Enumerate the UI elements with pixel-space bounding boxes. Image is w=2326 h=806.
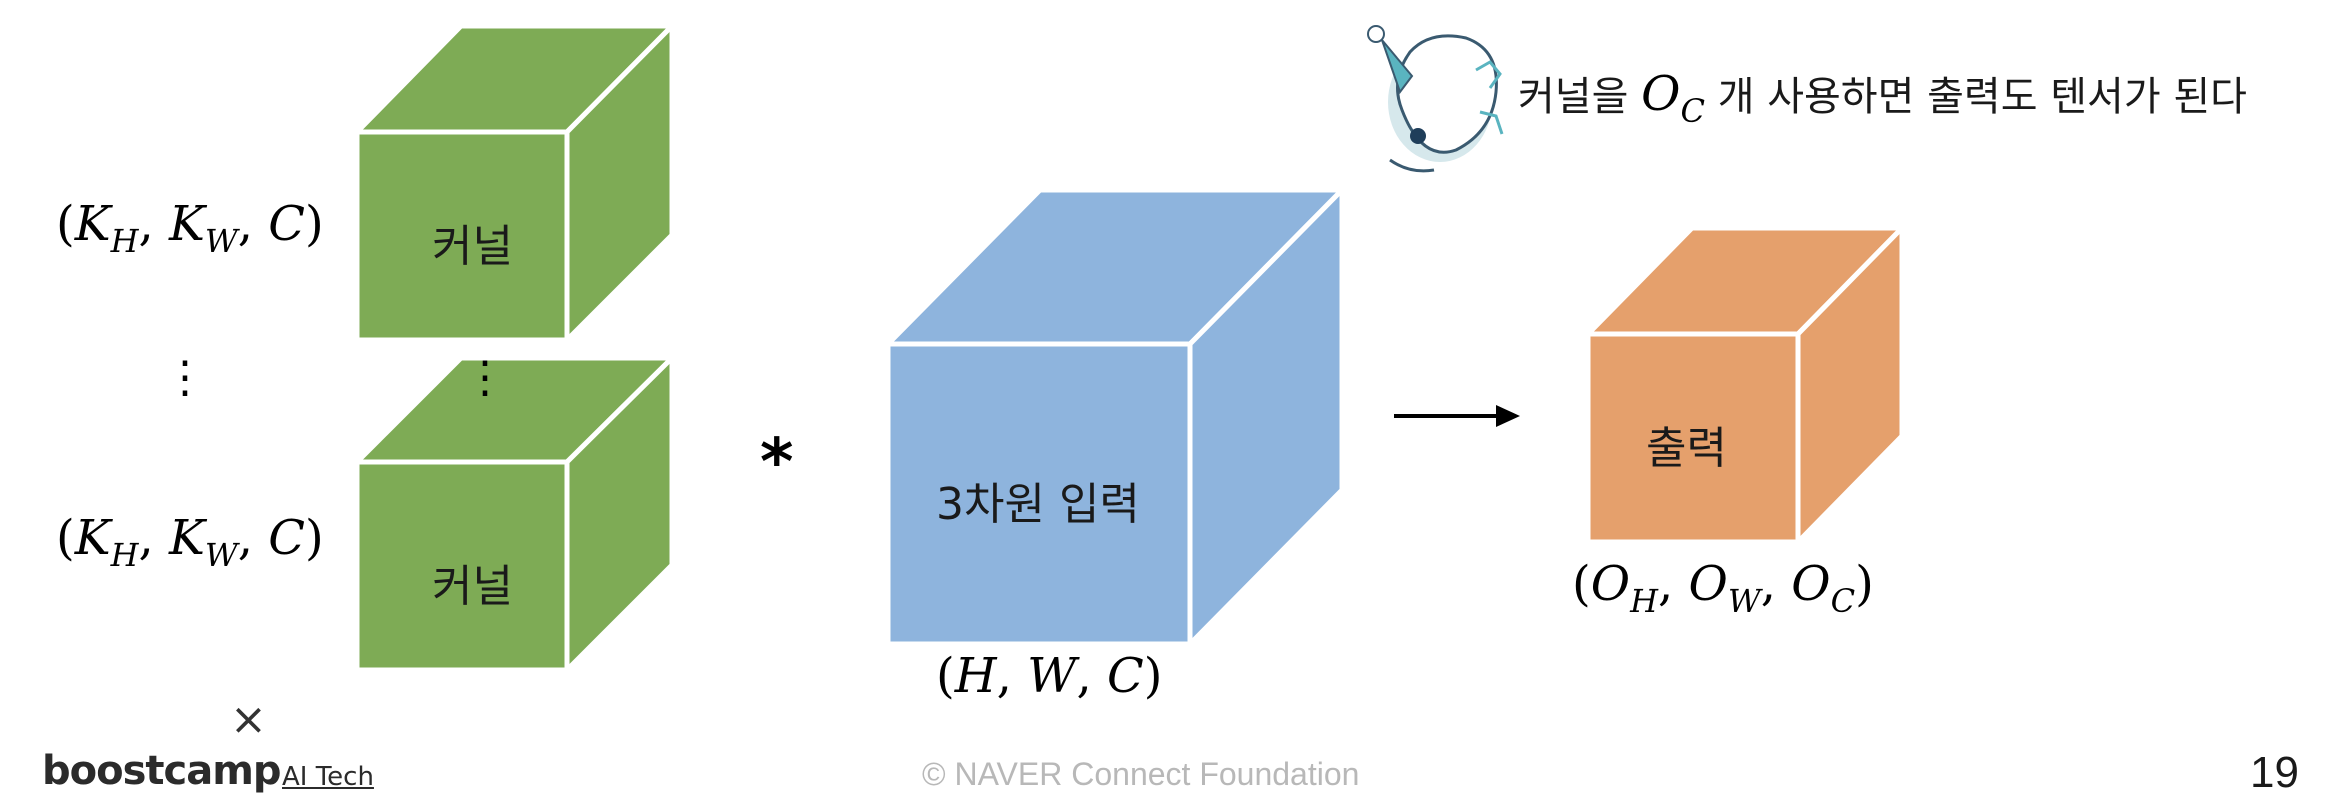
input-front-face	[885, 341, 1193, 647]
kernel-cube-bottom	[350, 352, 679, 677]
copyright-text: © NAVER Connect Foundation	[922, 756, 1360, 792]
input-shape-label: (H, W, C)	[936, 648, 1163, 704]
close-icon: ×	[230, 694, 267, 745]
input-cube	[882, 183, 1348, 651]
brand-logo: boostcamp	[42, 748, 282, 794]
kernel-top-front-face	[354, 129, 570, 343]
kernel-bottom-shape-label: (KH, KW, C)	[56, 510, 324, 574]
output-cube	[1582, 221, 1908, 549]
brand-sub-logo: AI Tech	[282, 762, 374, 792]
output-shape-label: (OH, OW, OC)	[1572, 556, 1874, 620]
ellipsis-left: ⋮	[163, 352, 207, 403]
kernel-cube-top	[351, 19, 678, 347]
page-number: 19	[2250, 748, 2299, 797]
kernel-top-label: 커널	[432, 221, 513, 272]
callout-text: 커널을 OC 개 사용하면 출력도 텐서가 된다	[1518, 66, 2247, 130]
arrow-icon	[1394, 405, 1520, 427]
ellipsis-center: ⋮	[463, 352, 507, 403]
mascot-icon	[1367, 25, 1504, 173]
output-label: 출력	[1646, 423, 1727, 474]
kernel-bottom-front-face	[354, 459, 570, 673]
kernel-top-shape-label: (KH, KW, C)	[56, 196, 324, 260]
input-label: 3차원 입력	[936, 479, 1140, 530]
convolution-operator: *	[760, 426, 794, 500]
output-front-face	[1585, 331, 1801, 545]
kernel-bottom-label: 커널	[432, 561, 513, 612]
